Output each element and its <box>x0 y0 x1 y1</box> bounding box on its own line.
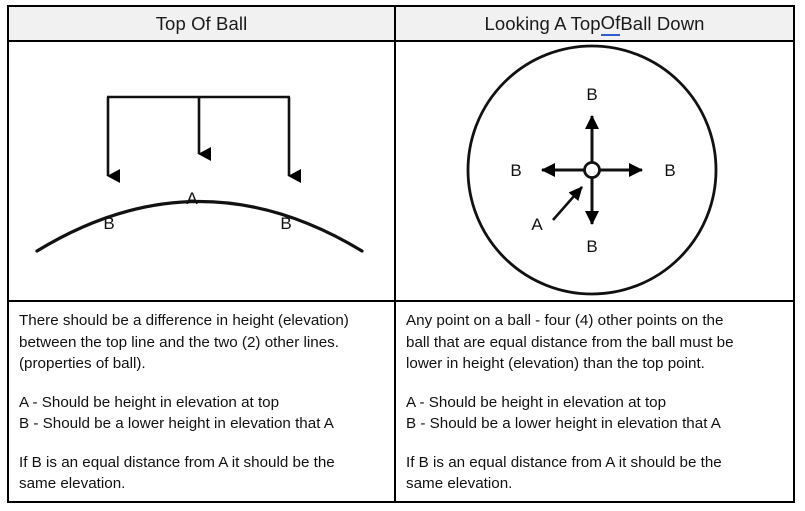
left-closing-line2: same elevation. <box>19 475 126 493</box>
table-text-row: There should be a difference in height (… <box>9 302 793 501</box>
ball-outline-circle <box>466 44 718 296</box>
diagram-cell-side-view: A B B <box>9 42 396 300</box>
table-diagram-row: A B B <box>9 42 793 302</box>
text-cell-left: There should be a difference in height (… <box>9 302 396 501</box>
header-cell-looking-at-top-of-ball-down: Looking A Top Of Ball Down <box>396 7 793 40</box>
right-line-a: A - Should be height in elevation at top <box>406 393 667 411</box>
left-line-a: A - Should be height in elevation at top <box>19 393 280 411</box>
left-paragraph-line3: (properties of ball). <box>19 355 146 373</box>
right-closing-line1: If B is an equal distance from A it shou… <box>406 453 722 471</box>
table-header-row: Top Of Ball Looking A Top Of Ball Down <box>9 7 793 42</box>
center-point-marker <box>583 161 601 179</box>
right-closing-line2: same elevation. <box>406 475 513 493</box>
comparison-table: Top Of Ball Looking A Top Of Ball Down <box>7 5 795 503</box>
spellcheck-underlined-word: Of <box>600 12 621 36</box>
header-title-right-part2: Ball Down <box>620 12 705 34</box>
looking-at-top-of-ball-down-svg: B B B B A <box>466 44 718 296</box>
right-paragraph-line1: Any point on a ball - four (4) other poi… <box>406 312 724 329</box>
header-title-left: Top Of Ball <box>155 12 248 34</box>
label-b-right: B <box>664 161 675 180</box>
text-cell-right: Any point on a ball - four (4) other poi… <box>396 302 793 501</box>
ball-surface-arc <box>35 199 364 253</box>
left-line-b: B - Should be a lower height in elevatio… <box>19 415 334 433</box>
label-a-center: A <box>186 189 198 208</box>
left-closing-line1: If B is an equal distance from A it shou… <box>19 453 335 471</box>
diagram-cell-top-down-view: B B B B A <box>396 42 793 300</box>
label-b-right: B <box>280 214 291 233</box>
right-paragraph-line3: lower in height (elevation) than the top… <box>406 355 705 373</box>
label-b-bottom: B <box>586 237 597 256</box>
left-paragraph-line1: There should be a difference in height (… <box>19 312 349 329</box>
header-title-right-part1: Looking A Top <box>484 12 601 34</box>
label-b-left: B <box>510 161 521 180</box>
header-cell-top-of-ball: Top Of Ball <box>9 7 396 40</box>
arrow-a-pointer <box>552 186 583 221</box>
right-paragraph-line2: ball that are equal distance from the ba… <box>406 333 734 351</box>
label-b-left: B <box>103 214 114 233</box>
left-paragraph-line2: between the top line and the two (2) oth… <box>19 333 339 351</box>
label-a-pointer: A <box>531 215 543 234</box>
top-of-ball-side-view-svg: A B B <box>35 95 364 253</box>
right-line-b: B - Should be a lower height in elevatio… <box>406 415 721 433</box>
label-b-top: B <box>586 85 597 104</box>
